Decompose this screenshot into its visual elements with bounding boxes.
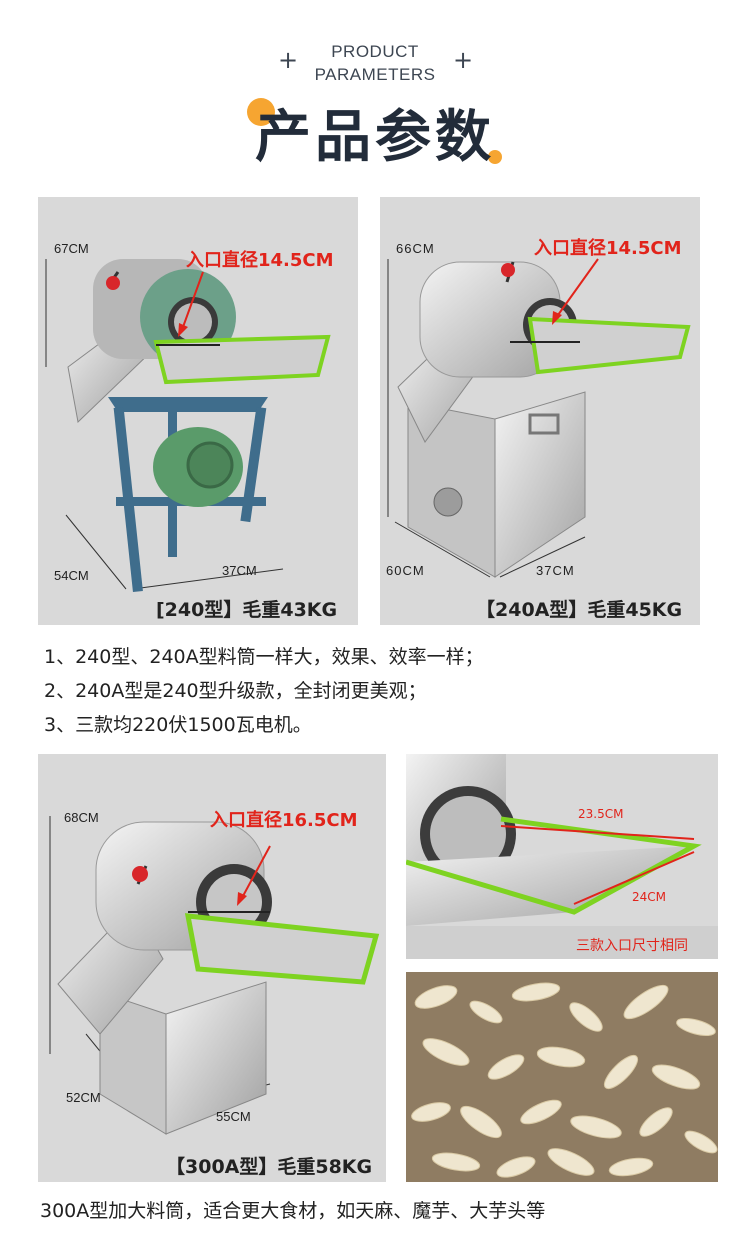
width-dimension: 37CM [222, 563, 257, 578]
model-caption: 【300A型】毛重58KG [166, 1156, 373, 1178]
inlet-diameter-label: 入口直径14.5CM [534, 238, 682, 259]
depth-dimension: 52CM [66, 1090, 101, 1105]
machine-240-panel: 67CM 入口直径14.5CM 54CM 37CM [240型】毛重43KG [38, 197, 358, 625]
model-caption: 【240A型】毛重45KG [476, 599, 683, 621]
inlet-diameter-label: 入口直径16.5CM [210, 810, 358, 831]
model-caption: [240型】毛重43KG [156, 599, 338, 621]
inlet-diameter-label: 入口直径14.5CM [186, 250, 334, 271]
height-dimension: 67CM [54, 241, 89, 256]
note-1: 1、240型、240A型料筒一样大，效果、效率一样； [44, 646, 484, 668]
machine-240-illustration [45, 259, 331, 593]
machine-240a-panel: 66CM 入口直径14.5CM 60CM 37CM 【240A型】毛重45KG [380, 197, 700, 625]
inlet-detail-illustration [406, 754, 718, 959]
inlet-detail-panel: 23.5CM 24CM 三款入口尺寸相同 [406, 754, 718, 959]
height-dimension: 68CM [64, 810, 99, 825]
sliced-food-illustration [406, 972, 718, 1182]
depth-dimension: 60CM [386, 563, 425, 578]
note-3: 3、三款均220伏1500瓦电机。 [44, 714, 312, 736]
machine-300a-illustration [49, 816, 380, 1135]
width-dimension: 55CM [216, 1109, 251, 1124]
width-dimension: 37CM [536, 563, 575, 578]
header-en-line2: PARAMETERS [314, 65, 436, 84]
footer-note: 300A型加大料筒，适合更大食材，如天麻、魔芋、大芋头等 [40, 1200, 546, 1222]
page-title: 产品参数 [255, 105, 495, 170]
height-dimension: 66CM [396, 241, 435, 256]
header-en-line1: PRODUCT [331, 42, 419, 61]
header-english: PRODUCT PARAMETERS [0, 40, 750, 86]
plus-icon: + [278, 46, 299, 74]
inlet-top-dimension: 23.5CM [578, 807, 624, 821]
sliced-food-photo [406, 972, 718, 1182]
machine-300a-panel: 68CM 入口直径16.5CM 52CM 55CM 【300A型】毛重58KG [38, 754, 386, 1182]
depth-dimension: 54CM [54, 568, 89, 583]
machine-240a-illustration [387, 258, 691, 578]
accent-dot-small [488, 150, 502, 164]
inlet-bottom-dimension: 24CM [632, 890, 667, 904]
inlet-same-note: 三款入口尺寸相同 [576, 938, 688, 954]
plus-icon: + [453, 46, 474, 74]
note-2: 2、240A型是240型升级款，全封闭更美观； [44, 680, 427, 702]
accent-dot [247, 98, 275, 126]
